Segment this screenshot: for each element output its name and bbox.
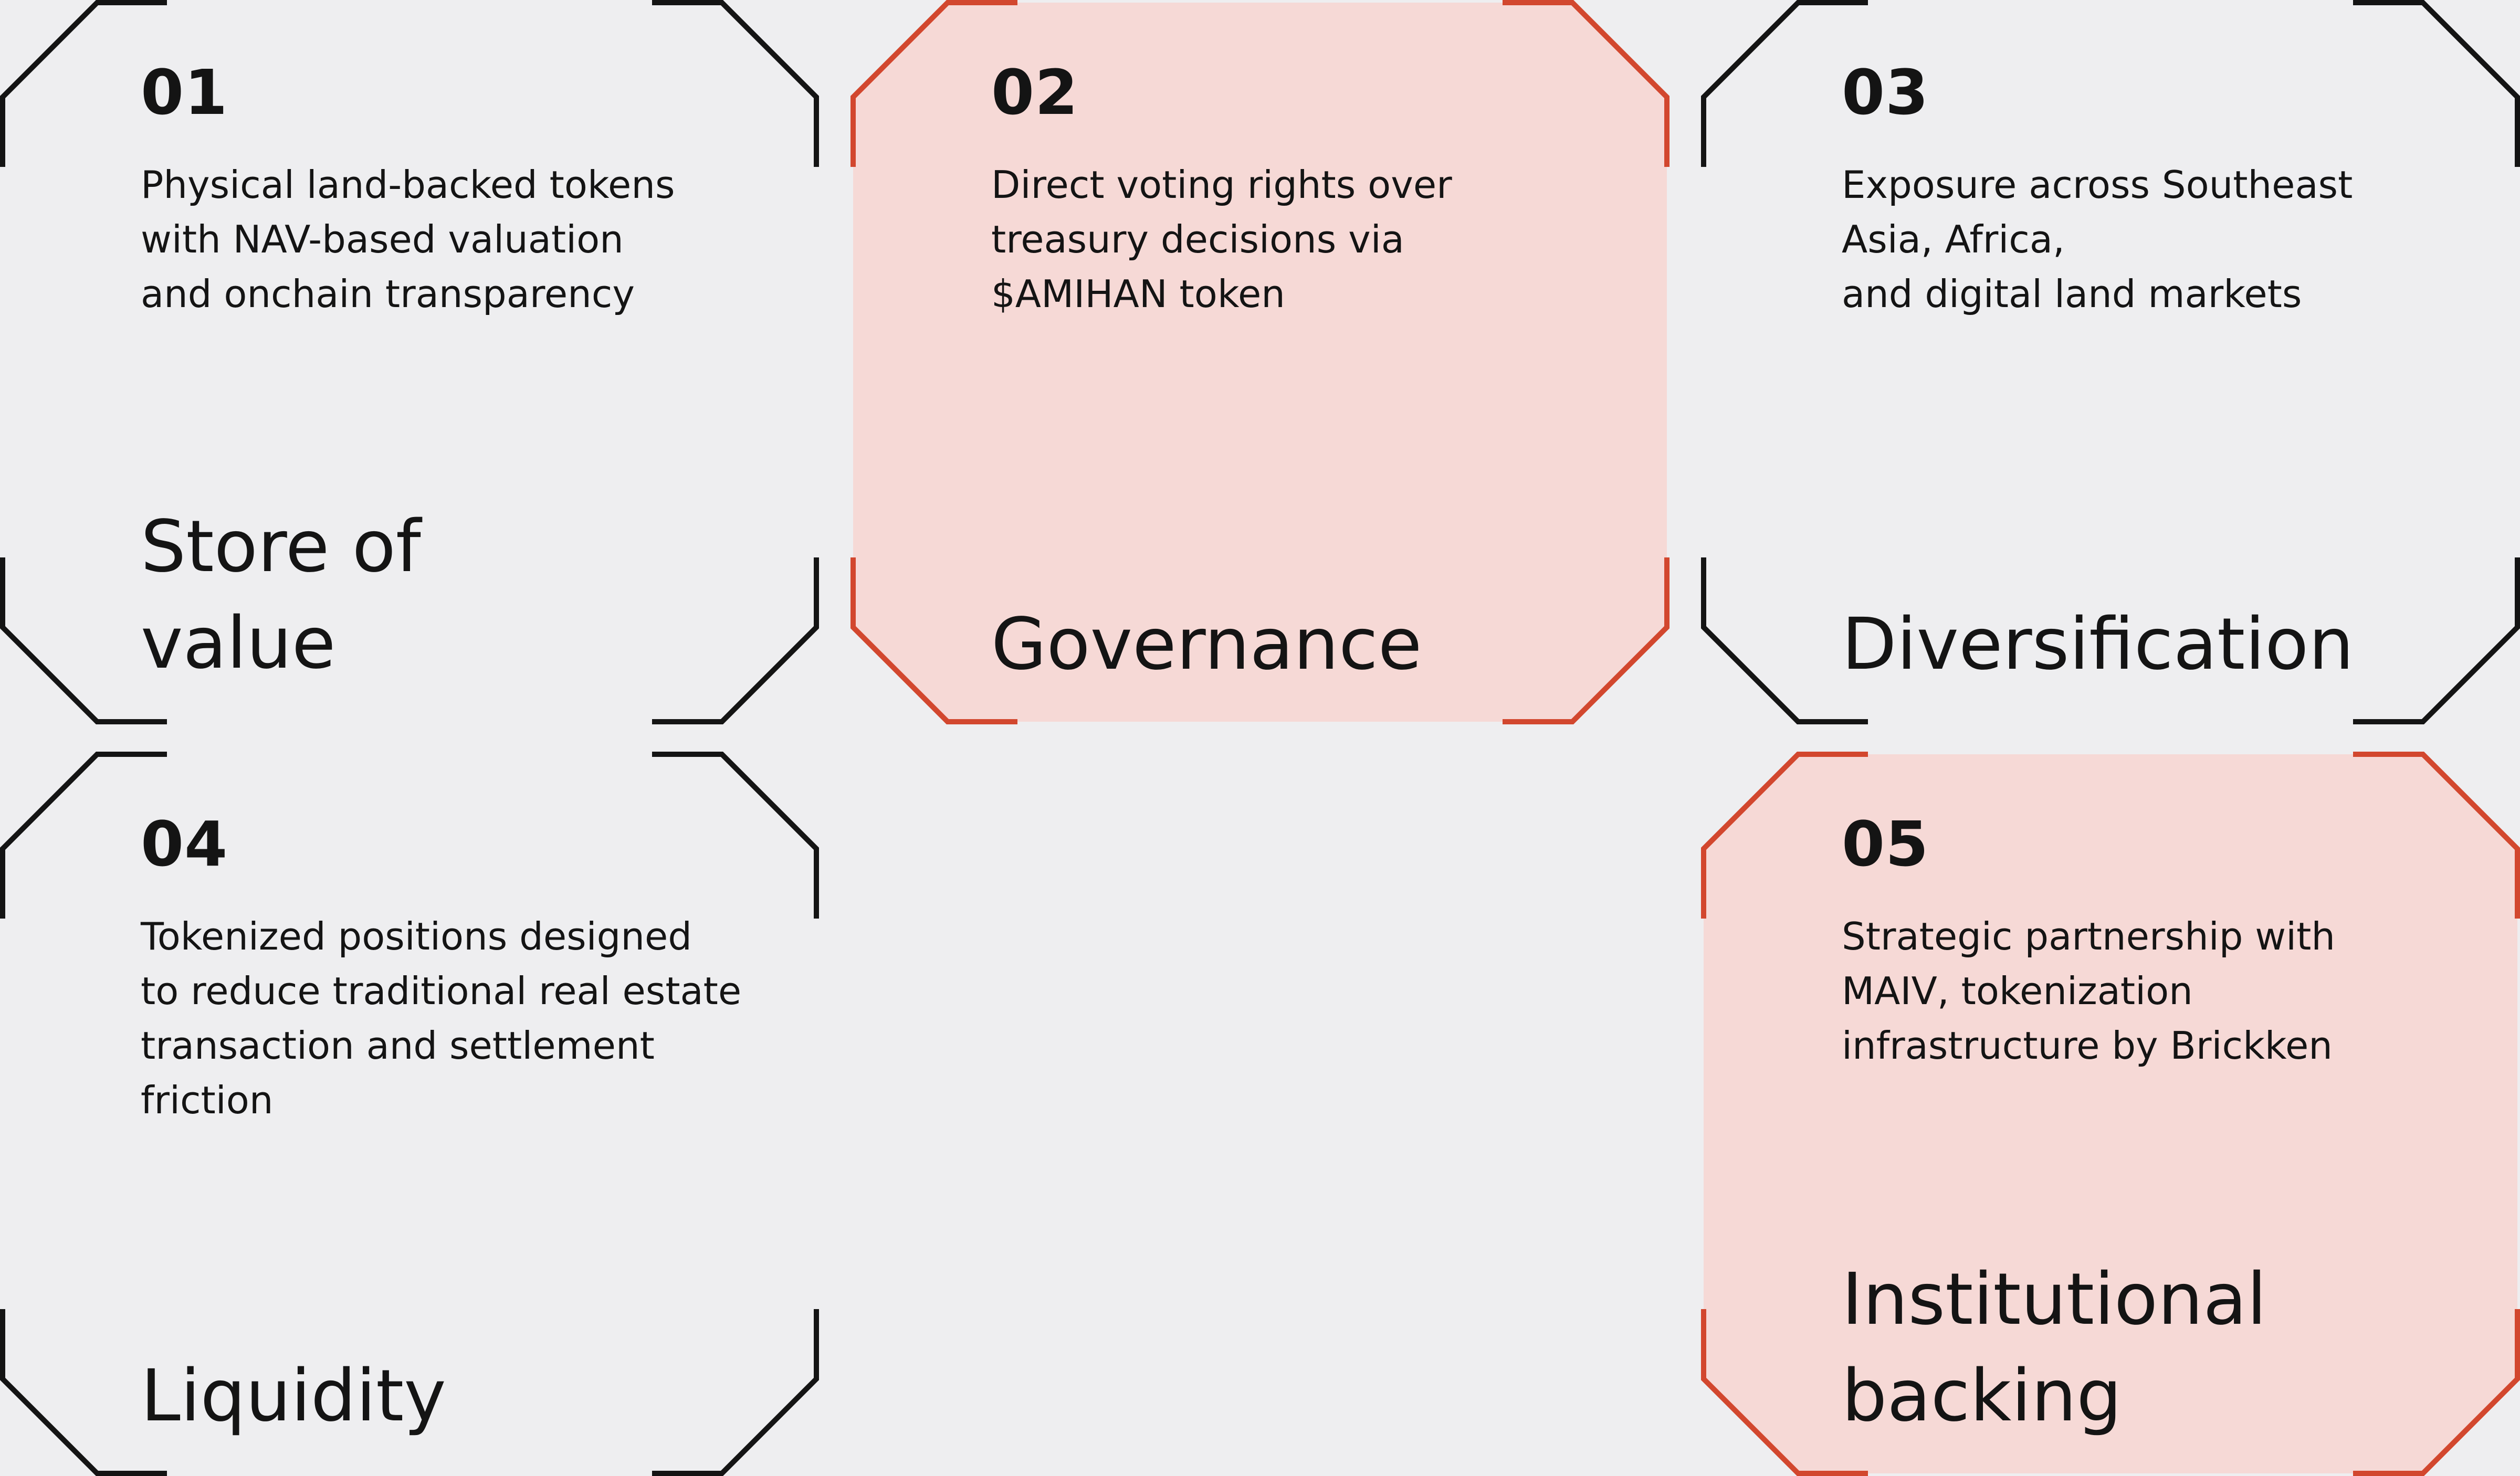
card-description: Tokenized positions designed to reduce t…	[141, 914, 742, 1122]
card-frame	[1701, 0, 2520, 724]
feature-card-institutional-backing: 05 Strategic partnership with MAIV, toke…	[1701, 752, 2520, 1476]
card-number: 02	[991, 56, 1079, 129]
card-title: Liquidity	[141, 1355, 446, 1438]
card-frame	[1701, 752, 2520, 1476]
card-title: Governance	[991, 603, 1422, 686]
feature-card-diversification: 03 Exposure across Southeast Asia, Afric…	[1701, 0, 2520, 724]
card-description: Direct voting rights over treasury decis…	[991, 163, 1452, 316]
feature-card-liquidity: 04 Tokenized positions designed to reduc…	[0, 752, 819, 1476]
card-number: 01	[141, 56, 228, 129]
feature-card-governance: 02 Direct voting rights over treasury de…	[850, 0, 1670, 724]
card-frame	[850, 0, 1670, 724]
card-title: Institutional backing	[1842, 1258, 2267, 1438]
card-description: Exposure across Southeast Asia, Africa, …	[1842, 163, 2353, 316]
card-number: 05	[1842, 808, 1929, 880]
card-frame	[0, 0, 819, 724]
card-title: Diversification	[1842, 603, 2354, 686]
card-frame	[0, 752, 819, 1476]
card-description: Physical land-backed tokens with NAV-bas…	[141, 163, 675, 316]
card-number: 04	[141, 808, 228, 880]
card-title: Store of value	[141, 505, 421, 685]
card-description: Strategic partnership with MAIV, tokeniz…	[1842, 914, 2336, 1068]
feature-card-store-of-value: 01 Physical land-backed tokens with NAV-…	[0, 0, 819, 724]
card-number: 03	[1842, 56, 1929, 129]
